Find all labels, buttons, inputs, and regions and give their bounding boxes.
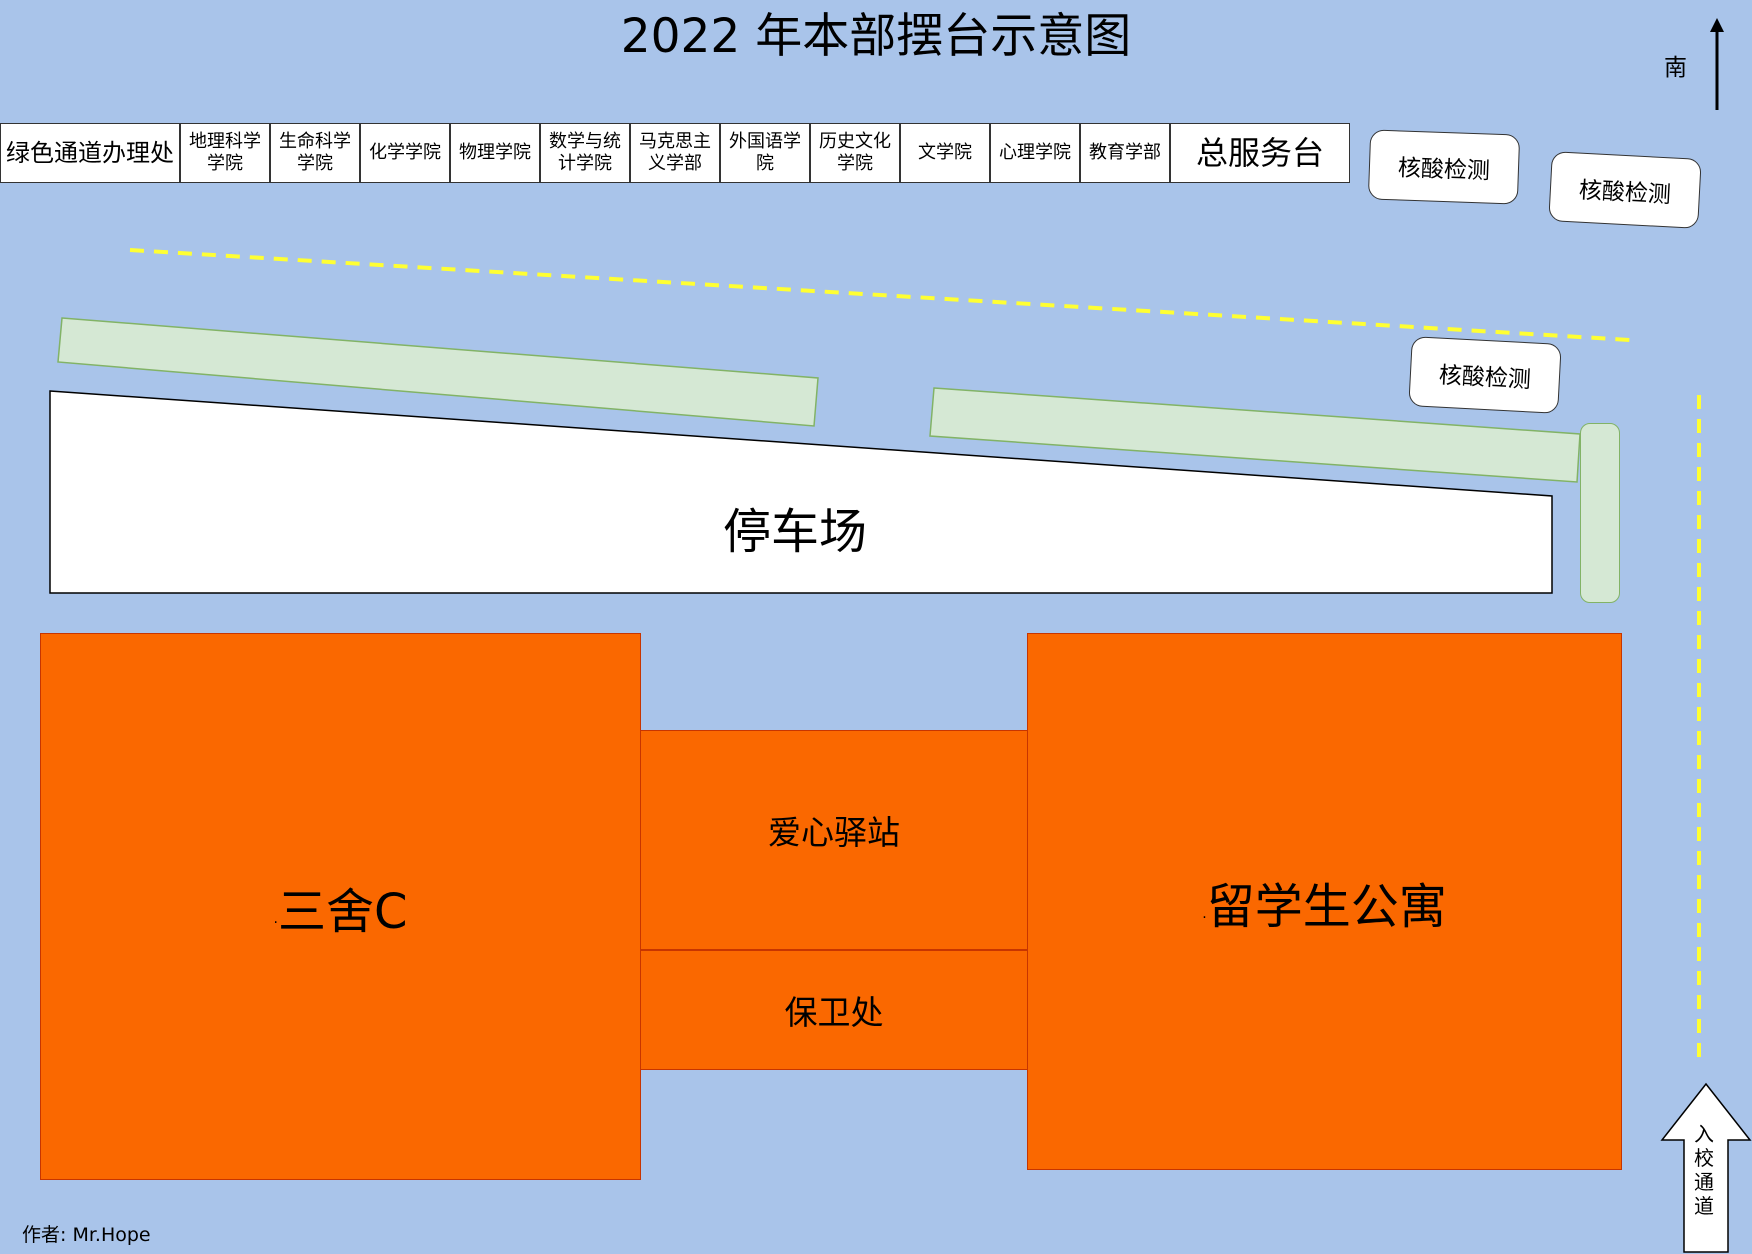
stall-education[interactable]: 教育学部 bbox=[1080, 123, 1170, 183]
building-dorm-3c-label: 三舍C bbox=[277, 883, 408, 940]
stall-geography[interactable]: 地理科学学院 bbox=[180, 123, 270, 183]
nucleic-test-booth-2[interactable]: 核酸检测 bbox=[1548, 151, 1702, 229]
stall-history[interactable]: 历史文化学院 bbox=[810, 123, 900, 183]
stall-life-science[interactable]: 生命科学学院 bbox=[270, 123, 360, 183]
compass-label: 南 bbox=[1664, 55, 1687, 81]
nucleic-test-booth-1[interactable]: 核酸检测 bbox=[1367, 129, 1521, 205]
page-title: 2022 年本部摆台示意图 bbox=[620, 9, 1132, 64]
stall-marxism[interactable]: 马克思主义学部 bbox=[630, 123, 720, 183]
parking-label: 停车场 bbox=[722, 504, 867, 560]
stall-literature[interactable]: 文学院 bbox=[900, 123, 990, 183]
green-belt-left bbox=[57, 317, 819, 427]
stall-psychology[interactable]: 心理学院 bbox=[990, 123, 1080, 183]
building-love-station-label: 爱心驿站 bbox=[768, 813, 900, 852]
stall-physics[interactable]: 物理学院 bbox=[450, 123, 540, 183]
bullet-dot: . bbox=[273, 910, 278, 927]
green-belt-vertical bbox=[1580, 423, 1620, 603]
road-centerline bbox=[129, 248, 1631, 342]
building-security-office[interactable]: 保卫处 bbox=[640, 950, 1028, 1070]
north-arrow-icon bbox=[1710, 18, 1724, 110]
stall-math-stats[interactable]: 数学与统计学院 bbox=[540, 123, 630, 183]
author-credit: 作者: Mr.Hope bbox=[22, 1224, 151, 1246]
stall-foreign-lang[interactable]: 外国语学院 bbox=[720, 123, 810, 183]
entrance-label: 入校通道 bbox=[1694, 1122, 1714, 1218]
building-love-station[interactable]: 爱心驿站 bbox=[640, 730, 1028, 950]
entrance-arrow-icon bbox=[1660, 1082, 1752, 1253]
building-security-office-label: 保卫处 bbox=[784, 993, 884, 1032]
stall-service-desk[interactable]: 总服务台 bbox=[1170, 123, 1350, 183]
stall-chemistry[interactable]: 化学学院 bbox=[360, 123, 450, 183]
bullet-dot: . bbox=[1202, 905, 1207, 922]
stall-green-channel[interactable]: 绿色通道办理处 bbox=[0, 123, 180, 183]
nucleic-test-booth-3[interactable]: 核酸检测 bbox=[1408, 336, 1562, 414]
building-intl-student-apartment-label: 留学生公寓 bbox=[1206, 878, 1447, 935]
building-intl-student-apartment[interactable]: . 留学生公寓 bbox=[1027, 633, 1622, 1170]
building-dorm-3c[interactable]: . 三舍C bbox=[40, 633, 641, 1180]
